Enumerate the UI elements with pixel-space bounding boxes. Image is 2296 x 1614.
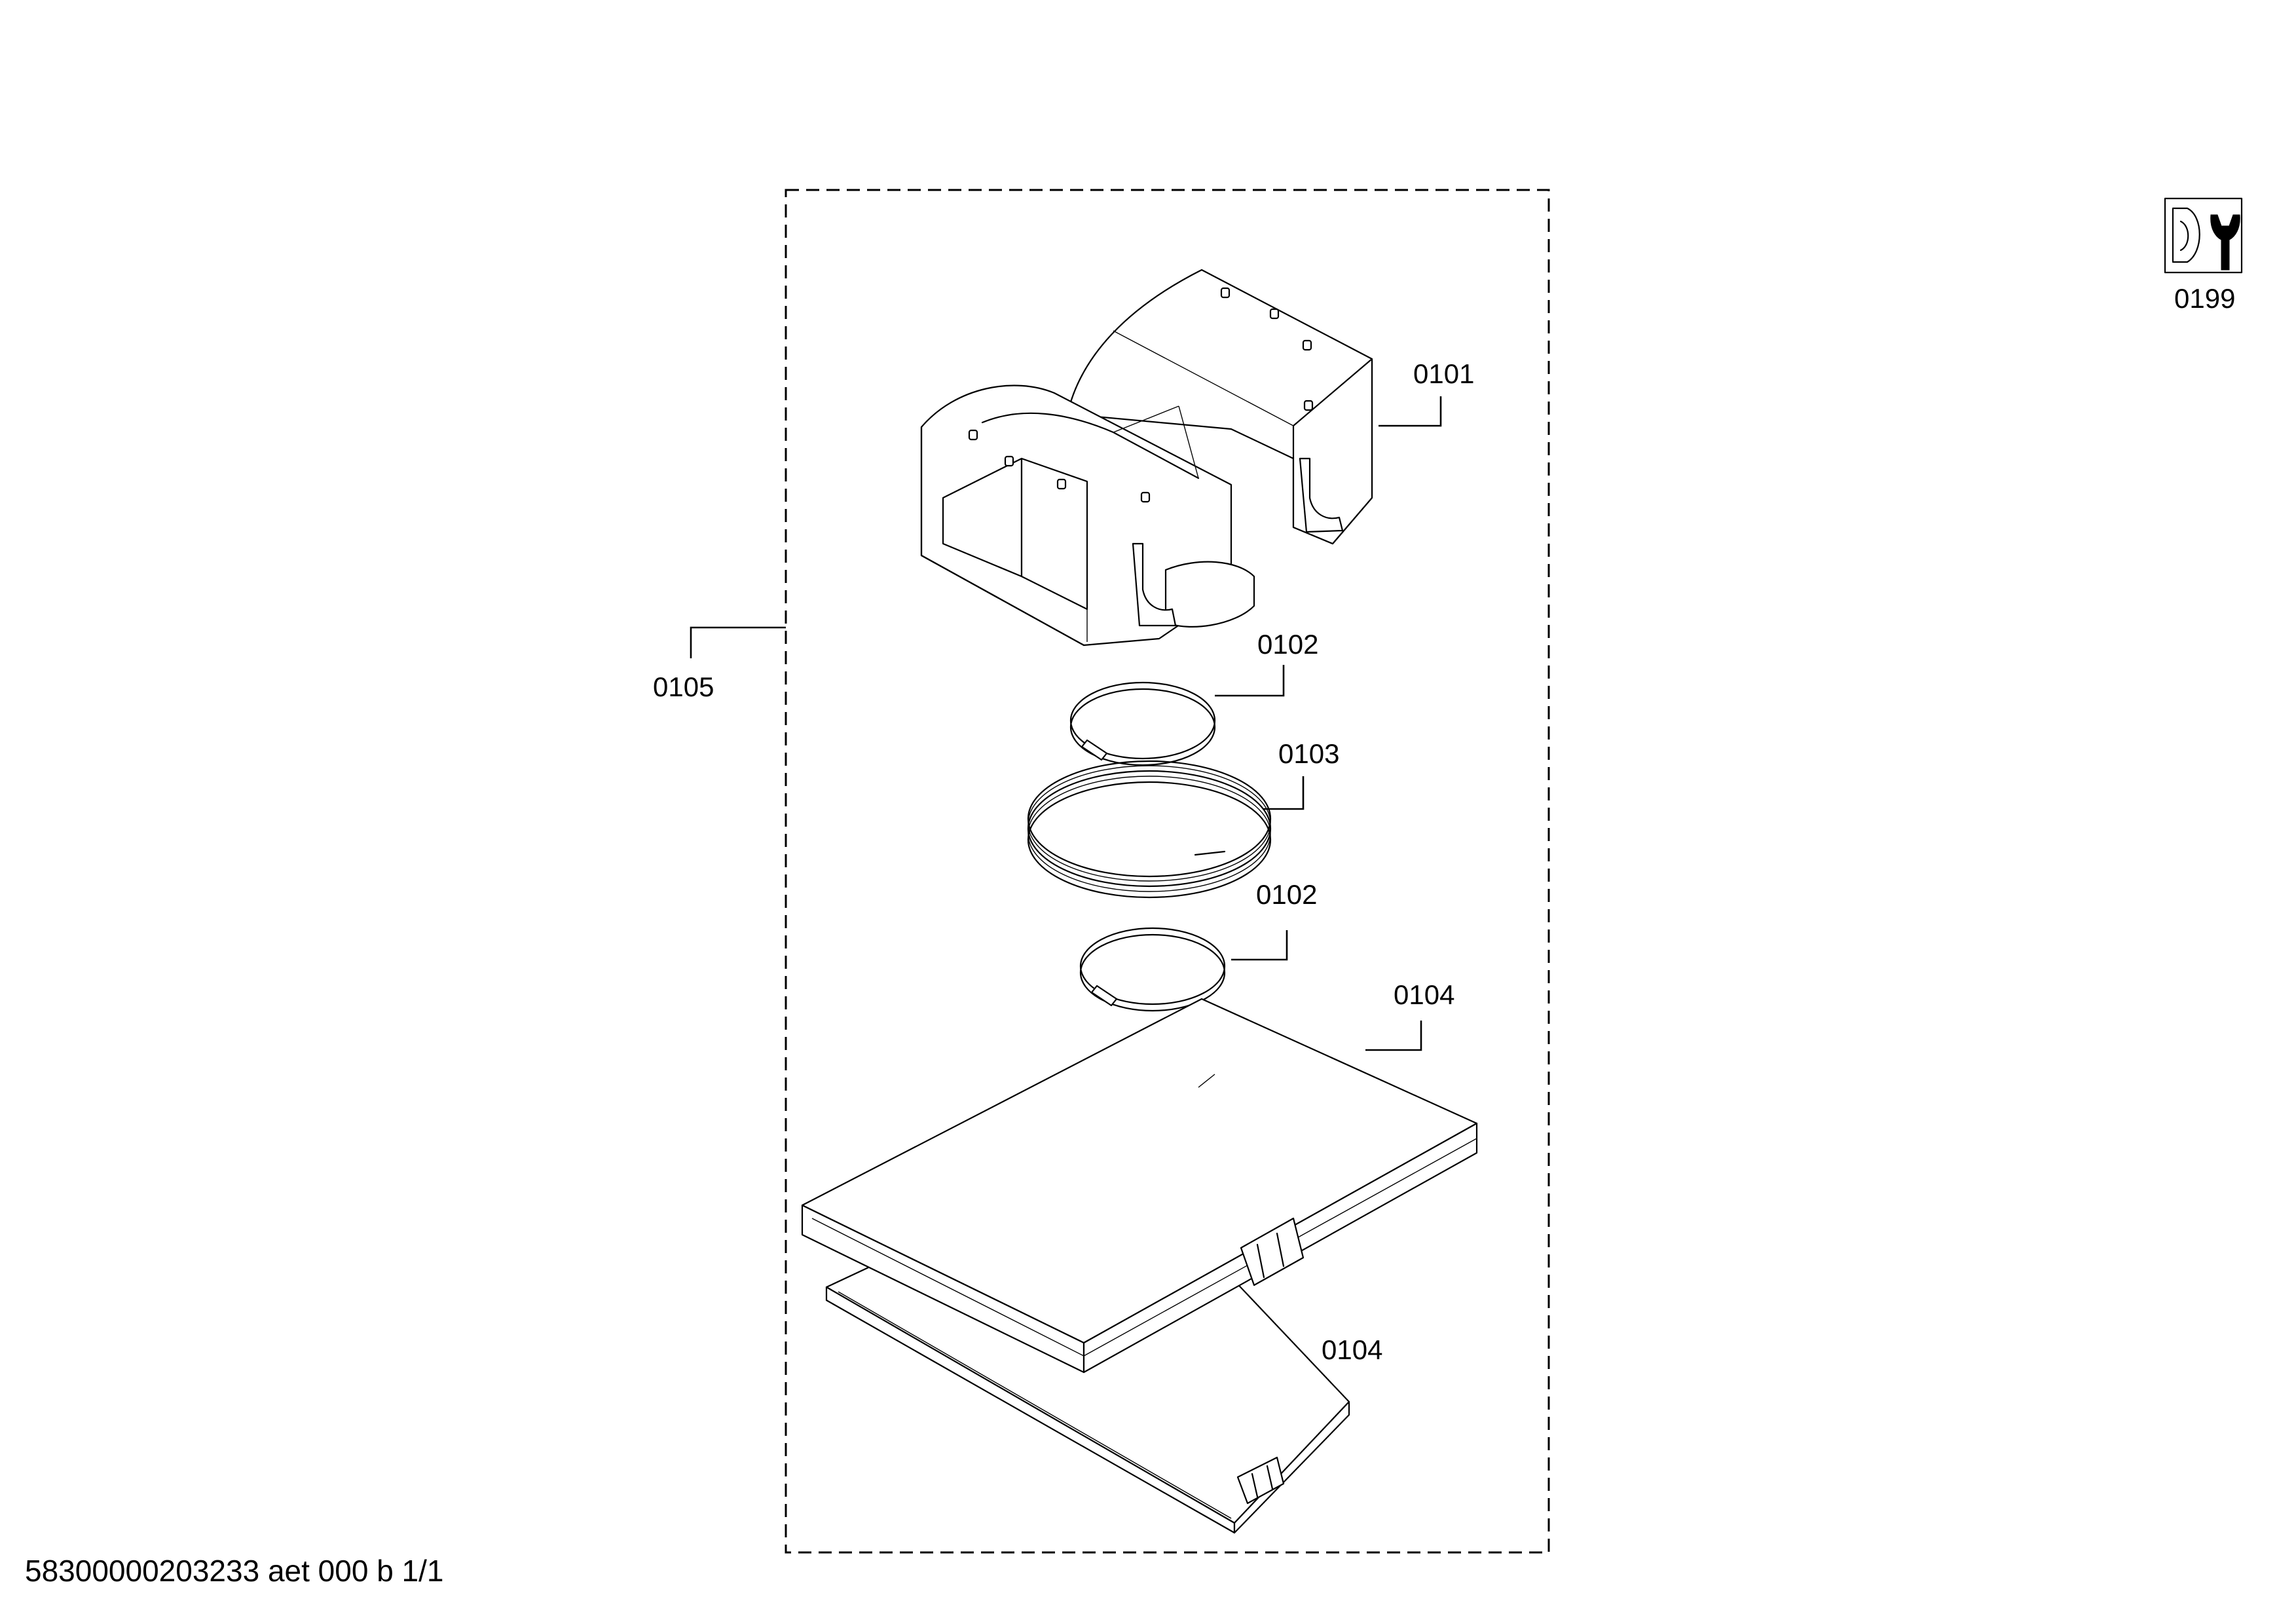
callout-0199: 0199 (2174, 283, 2236, 314)
callout-0102-upper: 0102 (1257, 629, 1319, 660)
document-footer: 58300000203233 aet 000 b 1/1 (25, 1554, 444, 1588)
callout-0104-upper: 0104 (1394, 979, 1455, 1010)
leader-0102-upper (1215, 665, 1285, 697)
callout-0102-lower: 0102 (1256, 879, 1318, 910)
part-0102-lower-clamp (1079, 927, 1226, 1012)
leader-0105 (690, 626, 786, 658)
wrench-nut-icon (2164, 197, 2243, 274)
leader-0103 (1261, 776, 1305, 810)
callout-0104-lower: 0104 (1322, 1334, 1383, 1365)
part-0101-duct-adapter (920, 269, 1373, 647)
callout-0105: 0105 (653, 671, 714, 702)
leader-0104-upper (1365, 1021, 1422, 1051)
leader-0101 (1379, 396, 1442, 427)
part-0103-hose-ring (1027, 760, 1272, 899)
callout-0103: 0103 (1278, 738, 1340, 769)
part-0102-upper-clamp (1069, 681, 1216, 766)
leader-0102-lower (1231, 930, 1288, 961)
assembly-frame (785, 189, 1550, 1554)
part-0104-upper-filter (801, 998, 1478, 1374)
callout-0101: 0101 (1413, 358, 1475, 389)
